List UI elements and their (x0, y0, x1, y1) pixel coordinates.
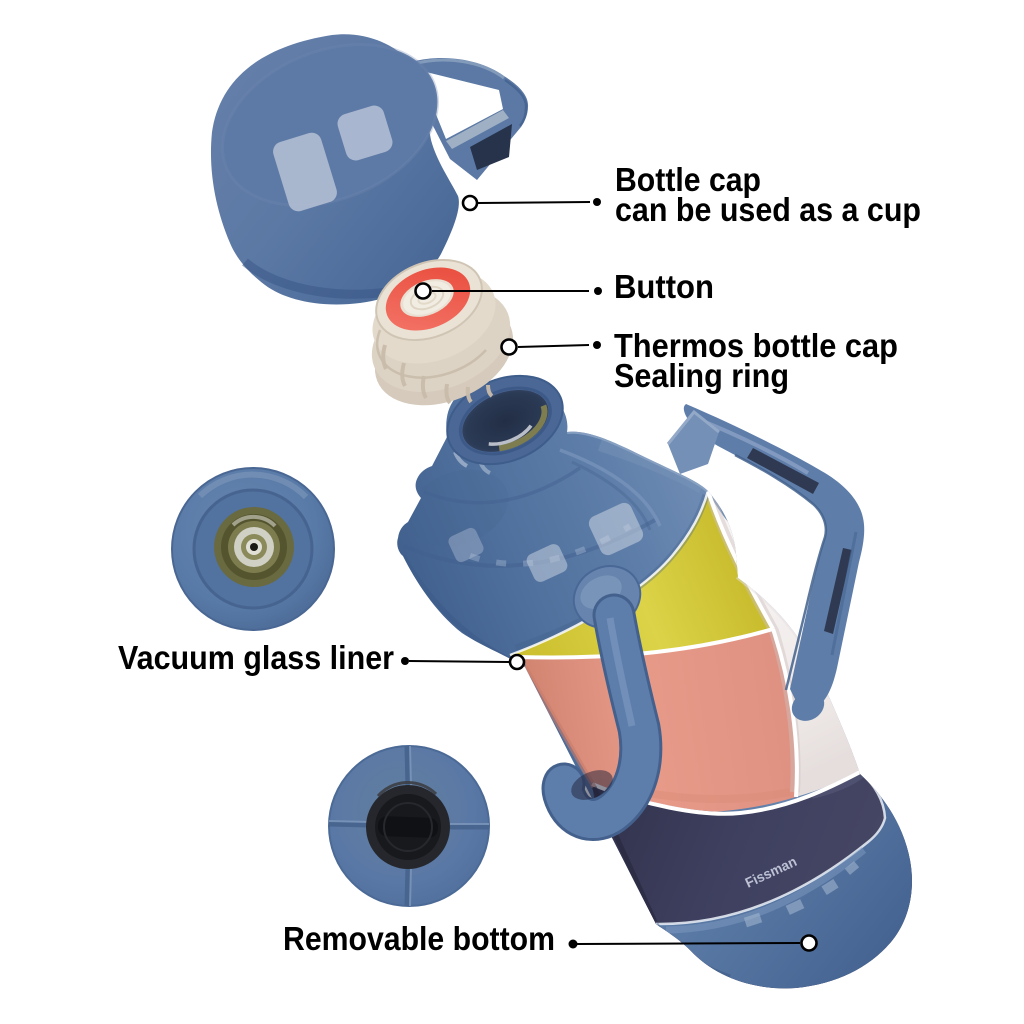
svg-text:Removable bottom: Removable bottom (283, 920, 555, 957)
svg-text:Vacuum glass liner: Vacuum glass liner (118, 639, 394, 676)
svg-text:Bottle cap: Bottle cap (615, 161, 761, 198)
svg-text:Sealing ring: Sealing ring (614, 357, 789, 394)
svg-text:can be used as a cup: can be used as a cup (615, 191, 921, 228)
svg-text:Thermos bottle cap: Thermos bottle cap (614, 327, 898, 364)
svg-text:Button: Button (614, 268, 714, 305)
